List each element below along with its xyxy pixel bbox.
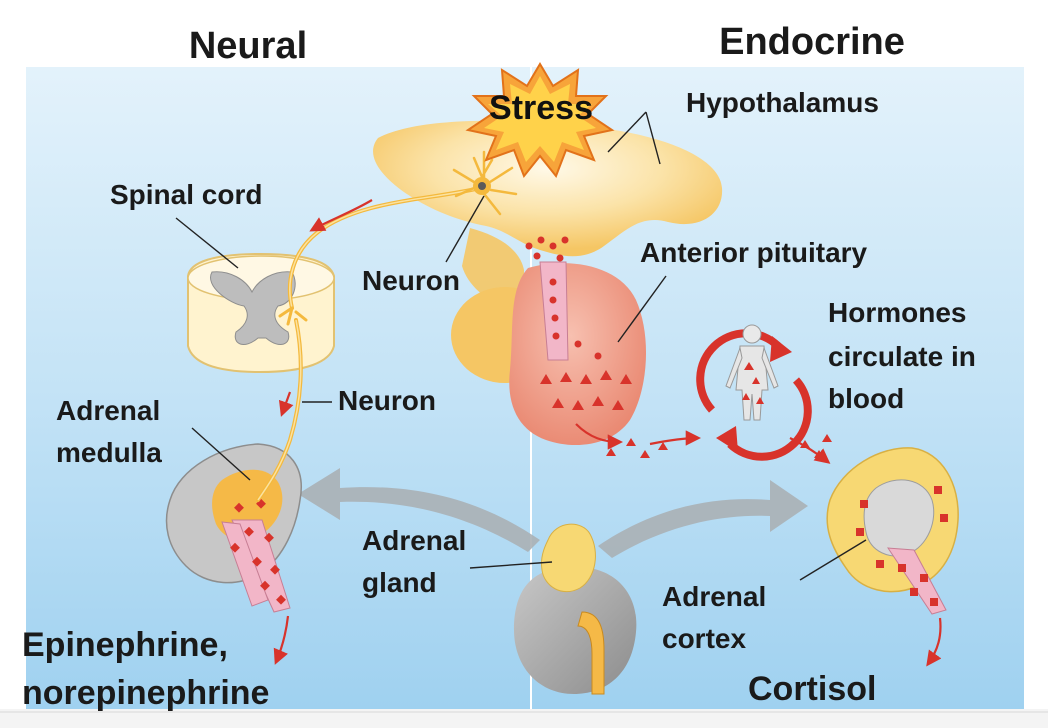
stress-label: Stress: [489, 89, 593, 127]
bottom-strip: [0, 709, 1048, 728]
neuron-axon: [256, 186, 482, 502]
epinephrine-label-line2: norepinephrine: [22, 674, 269, 712]
hormones-label-line2: circulate in: [828, 341, 976, 372]
starburst-icon: [465, 62, 615, 178]
anterior-pituitary-leader: [617, 275, 667, 343]
hormone-arrow-1: [575, 423, 624, 450]
spinal-cord-label: Spinal cord: [110, 179, 262, 210]
adrenal-medulla-leader: [191, 427, 251, 481]
adrenal-medulla-gland: [165, 443, 302, 613]
anterior-pituitary-gland: [509, 236, 647, 446]
endocrine-title: Endocrine: [719, 21, 905, 63]
adrenal-cortex-leader: [799, 539, 867, 581]
hormone-arrow-2: [649, 430, 702, 446]
adrenal-cortex-label-line1: Adrenal: [662, 581, 766, 612]
adrenal-gland-label-line1: Adrenal: [362, 525, 466, 556]
adrenal-medulla-label-line1: Adrenal: [56, 395, 160, 426]
hormone-flow: [606, 434, 832, 458]
adrenal-gland-center: [541, 523, 596, 593]
gray-arrow-to-cortex: [598, 480, 808, 558]
adrenal-cortex-label-line2: cortex: [662, 623, 746, 654]
adrenal-gland-leader: [469, 561, 553, 569]
neuron-upper-leader: [445, 195, 485, 263]
human-body-icon: [725, 324, 779, 421]
pituitary-dots: [525, 236, 602, 360]
hypothalamus-leader-1: [607, 111, 647, 153]
cortisol-label: Cortisol: [748, 670, 876, 708]
neuron-lower-label: Neuron: [338, 385, 436, 416]
adrenal-cortex-gland: [826, 447, 959, 615]
cortex-secretions: [856, 486, 948, 606]
neural-title: Neural: [189, 25, 307, 67]
epinephrine-label-line1: Epinephrine,: [22, 626, 228, 664]
spinal-cord: [187, 252, 335, 374]
gray-arrow-to-medulla: [298, 468, 540, 552]
arrow-to-medulla: [278, 391, 294, 417]
spinal-synapse: [278, 306, 308, 326]
arrow-to-epinephrine: [273, 615, 290, 665]
neuron-upper-label: Neuron: [362, 265, 460, 296]
medulla-secretions: [230, 498, 286, 605]
kidney: [514, 566, 637, 695]
hypothalamus-label: Hypothalamus: [686, 87, 879, 118]
pituitary-triangles: [540, 370, 632, 410]
arrow-to-cortisol: [926, 617, 942, 667]
hypothalamus-leader-2: [645, 111, 661, 165]
adrenal-gland-label-line2: gland: [362, 567, 437, 598]
arrow-to-spinal-cord: [309, 199, 373, 232]
hormones-label-line3: blood: [828, 383, 904, 414]
spinal-cord-leader: [175, 217, 239, 269]
neuron-body-icon: [452, 150, 518, 216]
anterior-pituitary-label: Anterior pituitary: [640, 237, 868, 268]
adrenal-medulla-label-line2: medulla: [56, 437, 162, 468]
hormones-label-line1: Hormones: [828, 297, 966, 328]
